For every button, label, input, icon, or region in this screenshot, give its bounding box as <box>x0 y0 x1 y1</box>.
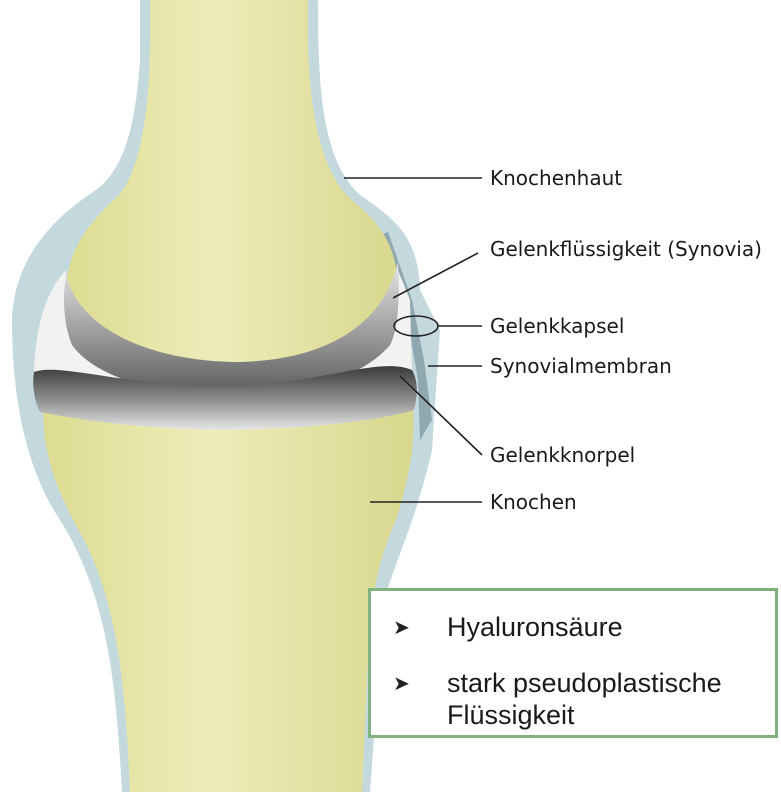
label-synovialmembran: Synovialmembran <box>490 354 672 378</box>
label-knochen: Knochen <box>490 490 577 514</box>
label-gelenkfluessigkeit: Gelenkflüssigkeit (Synovia) <box>490 237 762 261</box>
label-gelenkkapsel: Gelenkkapsel <box>490 314 624 338</box>
label-knochenhaut: Knochenhaut <box>490 166 622 190</box>
bullet-text-2-line-2: Flüssigkeit <box>447 697 575 733</box>
arrowhead-bullet-icon: ➤ <box>393 671 410 695</box>
info-box: ➤ Hyaluronsäure ➤ stark pseudoplastische… <box>368 588 778 738</box>
bullet-text-1: Hyaluronsäure <box>447 609 623 645</box>
arrowhead-bullet-icon: ➤ <box>393 615 410 639</box>
bullet-text-2-line-1: stark pseudoplastische <box>447 665 722 701</box>
label-gelenkknorpel: Gelenkknorpel <box>490 443 635 467</box>
